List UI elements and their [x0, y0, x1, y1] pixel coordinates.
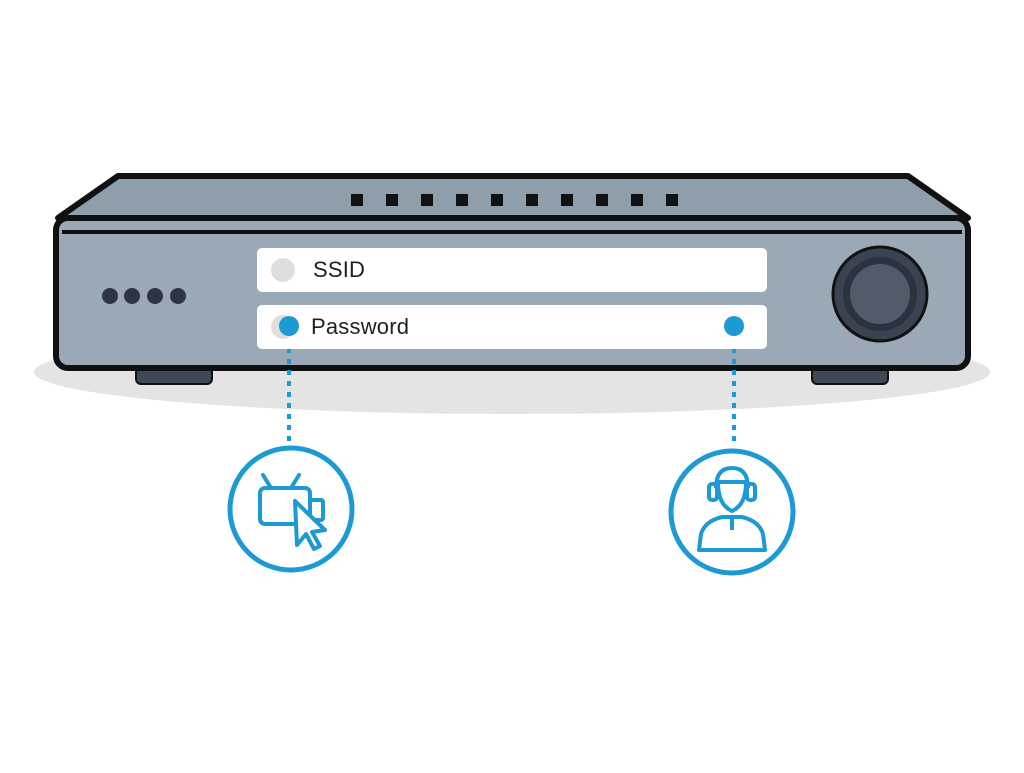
password-radio[interactable]: [271, 315, 295, 339]
password-field[interactable]: Password: [257, 305, 767, 349]
password-label: Password: [311, 314, 409, 340]
tv-cursor-icon: [230, 448, 352, 570]
ssid-label: SSID: [313, 257, 365, 283]
power-knob: [833, 247, 927, 341]
ssid-radio[interactable]: [271, 258, 295, 282]
device-top-face: [58, 176, 968, 218]
user-headset-icon: [671, 451, 793, 573]
ssid-field[interactable]: SSID: [257, 248, 767, 292]
